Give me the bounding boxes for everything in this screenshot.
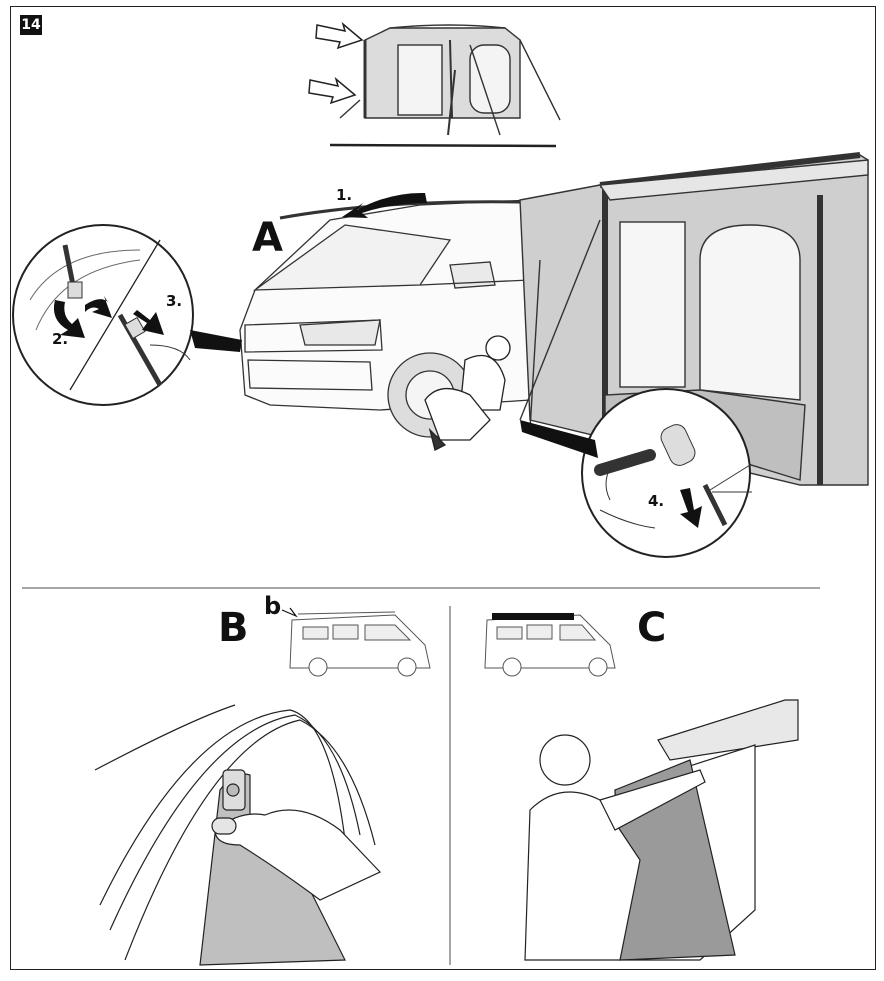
ground-line: [329, 143, 557, 148]
section-label-c: C: [637, 605, 667, 651]
curved-arrow-icon: [342, 192, 427, 218]
detail-circle-right: [581, 388, 752, 558]
small-van-b: [289, 611, 431, 677]
marker-label-b: b: [264, 592, 282, 620]
rotate-arrow-icon: [53, 300, 85, 338]
down-arrow-icon: [680, 488, 702, 528]
section-c-detail: [524, 699, 799, 961]
van-drawing: [239, 199, 531, 438]
small-van-c: [484, 613, 616, 677]
pointer-arrow-icon: [281, 607, 298, 618]
detail-circle-left: [12, 224, 194, 406]
kneeling-person: [424, 335, 511, 451]
step-label-3: 3.: [166, 292, 183, 310]
rotate-arrow-icon: [85, 296, 112, 318]
step-number-badge: 14: [20, 15, 42, 35]
section-b-detail: [94, 704, 382, 966]
step-label-4: 4.: [648, 492, 665, 510]
illustration-frame: [10, 6, 876, 970]
step-label-1: 1.: [336, 186, 353, 204]
down-arrow-icon: [133, 310, 164, 335]
overview-awning: [339, 24, 561, 136]
callout-pointer: [190, 330, 242, 352]
section-label-b: B: [218, 605, 249, 651]
section-label-a: A: [252, 215, 283, 261]
step-label-2: 2.: [52, 330, 69, 348]
callout-pointer: [520, 420, 598, 458]
arrow-icon: [308, 21, 364, 105]
